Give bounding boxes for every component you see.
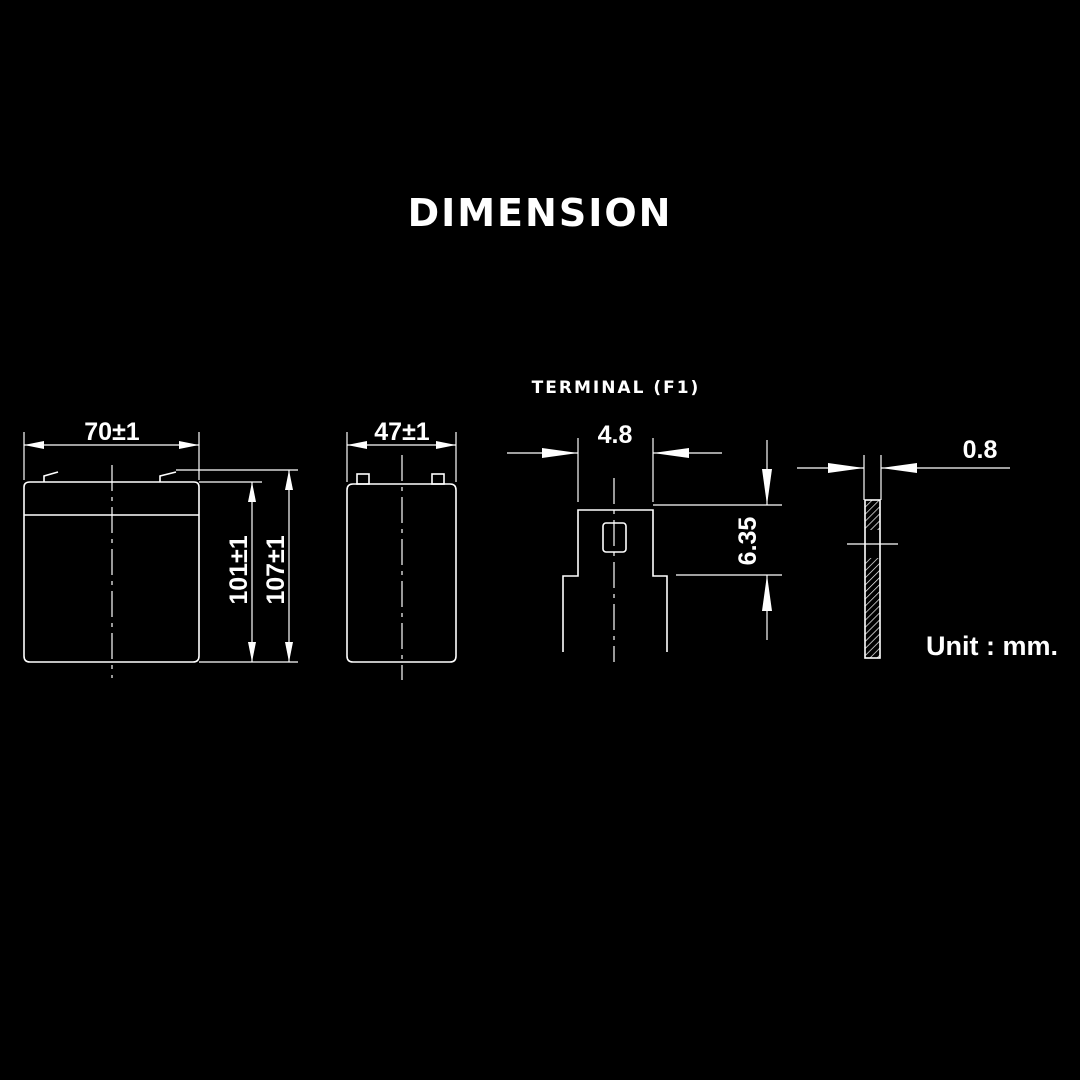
- front-width-dimension: 70±1: [23, 418, 200, 480]
- total-height-label: 107±1: [262, 535, 290, 604]
- terminal-thickness-label: 0.8: [963, 436, 998, 464]
- terminal-label: TERMINAL (F1): [532, 378, 701, 398]
- terminal-width-dimension: 4.8: [507, 421, 722, 502]
- terminal-height-dimension: 6.35: [653, 440, 782, 640]
- case-height-dimension: 101±1: [225, 482, 256, 662]
- front-width-label: 70±1: [84, 418, 140, 446]
- side-width-label: 47±1: [374, 418, 430, 446]
- terminal-width-label: 4.8: [598, 421, 633, 449]
- terminal-front-view: 4.8 6.35: [507, 421, 782, 662]
- unit-label: Unit : mm.: [926, 631, 1058, 661]
- case-height-label: 101±1: [225, 535, 253, 604]
- battery-side-view: 47±1: [346, 418, 457, 680]
- terminal-side-view: 0.8: [797, 436, 1010, 659]
- terminal-thickness-dimension: 0.8: [797, 436, 1010, 473]
- total-height-dimension: 107±1: [262, 470, 293, 662]
- side-width-dimension: 47±1: [346, 418, 457, 482]
- drawing-title: DIMENSION: [408, 191, 673, 235]
- battery-front-view: 70±1 101±1 107±1: [23, 418, 298, 678]
- terminal-height-label: 6.35: [734, 517, 762, 566]
